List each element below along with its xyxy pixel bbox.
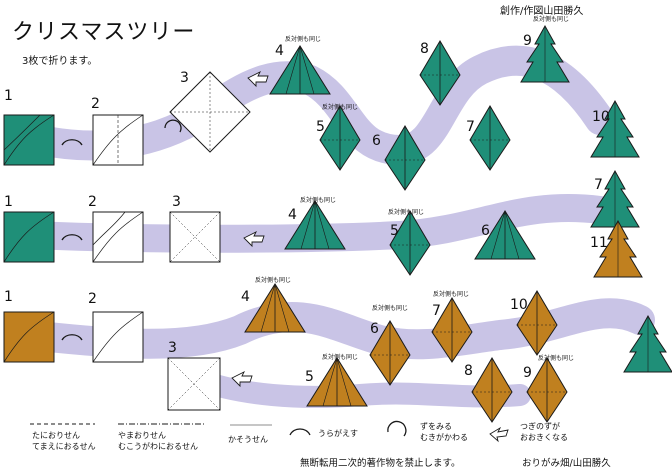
note-reverse-same: 反対側も同じ	[388, 209, 425, 216]
legend-mountain-fold-sub: むこうがわにおるせん	[118, 442, 198, 451]
note-reverse-same: 反対側も同じ	[538, 355, 575, 362]
step-number: 7	[466, 119, 475, 135]
step-number: 11	[590, 235, 608, 251]
step-number: 5	[390, 223, 399, 239]
note-reverse-same: 反対側も同じ	[300, 197, 337, 204]
diagram-credit: 創作/作図山田勝久	[500, 6, 584, 17]
step-9-shape	[526, 357, 568, 423]
legend-mountain-fold-label: やまおりせん	[118, 431, 166, 440]
step-number: 2	[91, 96, 100, 112]
step-number: 10	[510, 297, 528, 313]
next-larger-icon-middle	[243, 230, 265, 248]
step-number: 7	[594, 177, 603, 193]
diagram-subtitle: 3枚で折ります。	[22, 56, 98, 67]
turn-over-icon-middle	[61, 234, 83, 241]
row-middle	[3, 170, 643, 278]
turn-over-icon-top	[61, 139, 83, 146]
row-bottom	[3, 283, 672, 423]
step-5-shape	[306, 357, 368, 407]
step-number: 6	[372, 133, 381, 149]
step-number: 6	[370, 321, 379, 337]
note-reverse-same: 反対側も同じ	[322, 104, 359, 111]
note-reverse-same: 反対側も同じ	[533, 16, 570, 23]
rotate-icon-top	[164, 119, 182, 133]
step-number: 6	[481, 223, 490, 239]
legend-next-larger-line1: つぎのずが	[520, 422, 560, 431]
turn-over-icon	[289, 428, 311, 436]
note-reverse-same: 反対側も同じ	[433, 291, 470, 298]
note-reverse-same: 反対側も同じ	[322, 354, 359, 361]
legend-view-change-line1: ずをみる	[420, 422, 452, 431]
diagram-title: クリスマスツリー	[12, 20, 196, 45]
step-number: 5	[305, 369, 314, 385]
legend-view-change: ずをみる むきがかわる	[420, 421, 468, 443]
step-number: 7	[432, 303, 441, 319]
step-number: 9	[523, 365, 532, 381]
step-2-square	[92, 311, 144, 363]
step-number: 3	[172, 194, 181, 210]
step-number: 1	[4, 88, 13, 104]
step-1-square	[3, 114, 55, 166]
step-number: 2	[88, 291, 97, 307]
step-3-square	[169, 211, 221, 263]
note-reverse-same: 反対側も同じ	[255, 277, 292, 284]
step-number: 1	[4, 194, 13, 210]
note-reverse-same: 反対側も同じ	[372, 305, 409, 312]
step-number: 4	[275, 43, 284, 59]
legend-turn-over: うらがえす	[318, 429, 358, 438]
site-credit: おりがみ畑/山田勝久	[522, 458, 611, 469]
legend-mountain-fold: やまおりせん むこうがわにおるせん	[118, 430, 198, 452]
step-number: 10	[592, 109, 610, 125]
step-8-shape	[471, 357, 513, 423]
step-number: 5	[316, 119, 325, 135]
legend-crease: かそうせん	[228, 435, 268, 444]
legend-next-larger: つぎのずが おおきくなる	[520, 421, 568, 443]
next-larger-icon-bottom	[231, 370, 253, 388]
step-number: 8	[420, 41, 429, 57]
legend-valley-fold: たにおりせん てまえにおるせん	[32, 430, 96, 452]
next-larger-icon	[489, 426, 509, 443]
step-number: 9	[523, 33, 532, 49]
legend-symbols	[30, 420, 509, 443]
step-number: 2	[88, 194, 97, 210]
note-reverse-same: 反対側も同じ	[285, 36, 322, 43]
step-7-shape	[469, 105, 511, 171]
step-number: 4	[241, 289, 250, 305]
legend-next-larger-line2: おおきくなる	[520, 433, 568, 442]
step-1-square	[3, 311, 55, 363]
legend-view-change-line2: むきがかわる	[420, 433, 468, 442]
step-number: 4	[288, 207, 297, 223]
copyright-notice: 無断転用二次的著作物を禁止します。	[300, 458, 461, 469]
step-number: 8	[464, 363, 473, 379]
next-larger-icon-top	[247, 70, 269, 88]
row-top	[3, 25, 640, 191]
turn-over-icon-bottom	[61, 334, 83, 341]
step-number: 3	[168, 340, 177, 356]
legend-valley-fold-sub: てまえにおるせん	[32, 442, 96, 451]
legend-valley-fold-label: たにおりせん	[32, 431, 80, 440]
step-number: 1	[4, 289, 13, 305]
rotate-icon	[387, 420, 407, 437]
step-number: 3	[180, 70, 189, 86]
step-1-square	[3, 211, 55, 263]
